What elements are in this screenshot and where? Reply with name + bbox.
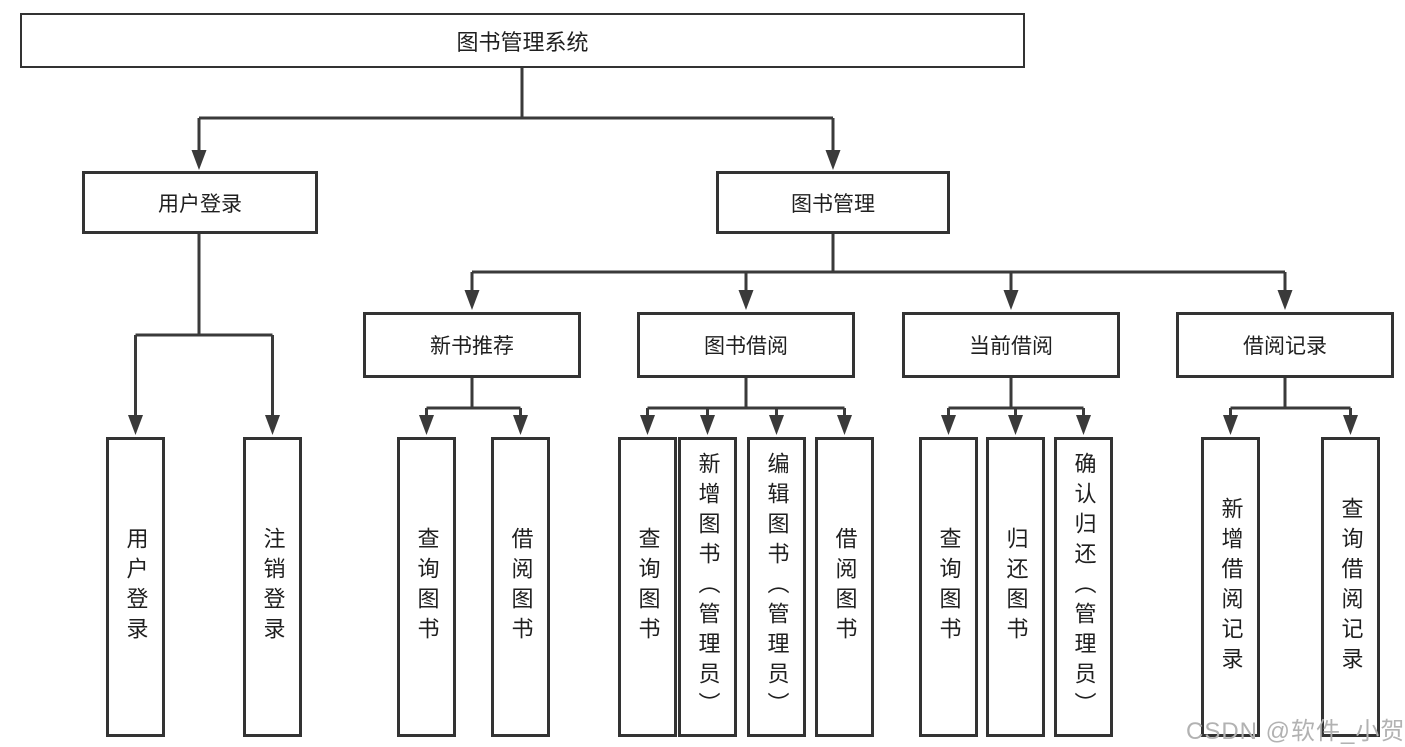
leaf-label: 注销登录 (260, 527, 286, 647)
node-borrow-record: 借阅记录 (1176, 312, 1394, 378)
leaf-query-book-3: 查询图书 (919, 437, 978, 737)
leaf-label: 查询图书 (635, 527, 661, 647)
leaf-label: 查询借阅记录 (1338, 497, 1364, 677)
connector-root-to-level2 (191, 68, 841, 170)
leaf-user-login: 用户登录 (106, 437, 165, 737)
leaf-label: 确认归还（管理员） (1071, 452, 1097, 722)
leaf-query-book-1: 查询图书 (397, 437, 456, 737)
node-label: 图书借阅 (704, 335, 788, 358)
leaf-label: 用户登录 (123, 527, 149, 647)
node-label: 图书管理 (791, 192, 875, 216)
node-label: 借阅记录 (1243, 335, 1327, 358)
node-label: 图书管理系统 (456, 29, 589, 55)
leaf-logout: 注销登录 (243, 437, 302, 737)
leaf-label: 新增图书（管理员） (695, 452, 721, 722)
leaf-label: 归还图书 (1003, 527, 1029, 647)
leaf-label: 新增借阅记录 (1218, 497, 1244, 677)
node-new-book-recommend: 新书推荐 (363, 312, 581, 378)
node-label: 新书推荐 (430, 335, 514, 358)
leaf-confirm-return-admin: 确认归还（管理员） (1054, 437, 1113, 737)
leaf-return-book: 归还图书 (986, 437, 1045, 737)
leaf-borrow-book-1: 借阅图书 (491, 437, 550, 737)
connector-book-mgmt-to-level3 (464, 234, 1293, 310)
connector-new-book-children (419, 378, 528, 435)
node-label: 用户登录 (158, 192, 242, 216)
csdn-watermark: CSDN @软件_小贺同学 (1186, 718, 1405, 745)
node-label: 当前借阅 (969, 335, 1053, 358)
connector-borrow-record-children (1223, 378, 1358, 435)
leaf-query-book-2: 查询图书 (618, 437, 677, 737)
connector-user-login-children (128, 234, 280, 435)
node-book-borrow: 图书借阅 (637, 312, 855, 378)
connector-book-borrow-children (640, 378, 852, 435)
leaf-label: 查询图书 (936, 527, 962, 647)
node-book-management: 图书管理 (716, 171, 950, 234)
leaf-add-book-admin: 新增图书（管理员） (678, 437, 737, 737)
node-root-library-system: 图书管理系统 (20, 13, 1025, 68)
leaf-borrow-book-2: 借阅图书 (815, 437, 874, 737)
node-user-login: 用户登录 (82, 171, 318, 234)
leaf-query-borrow-record: 查询借阅记录 (1321, 437, 1380, 737)
leaf-label: 借阅图书 (508, 527, 534, 647)
node-current-borrow: 当前借阅 (902, 312, 1120, 378)
leaf-add-borrow-record: 新增借阅记录 (1201, 437, 1260, 737)
leaf-label: 借阅图书 (832, 527, 858, 647)
leaf-edit-book-admin: 编辑图书（管理员） (747, 437, 806, 737)
leaf-label: 查询图书 (414, 527, 440, 647)
leaf-label: 编辑图书（管理员） (764, 452, 790, 722)
connector-current-borrow-children (941, 378, 1091, 435)
